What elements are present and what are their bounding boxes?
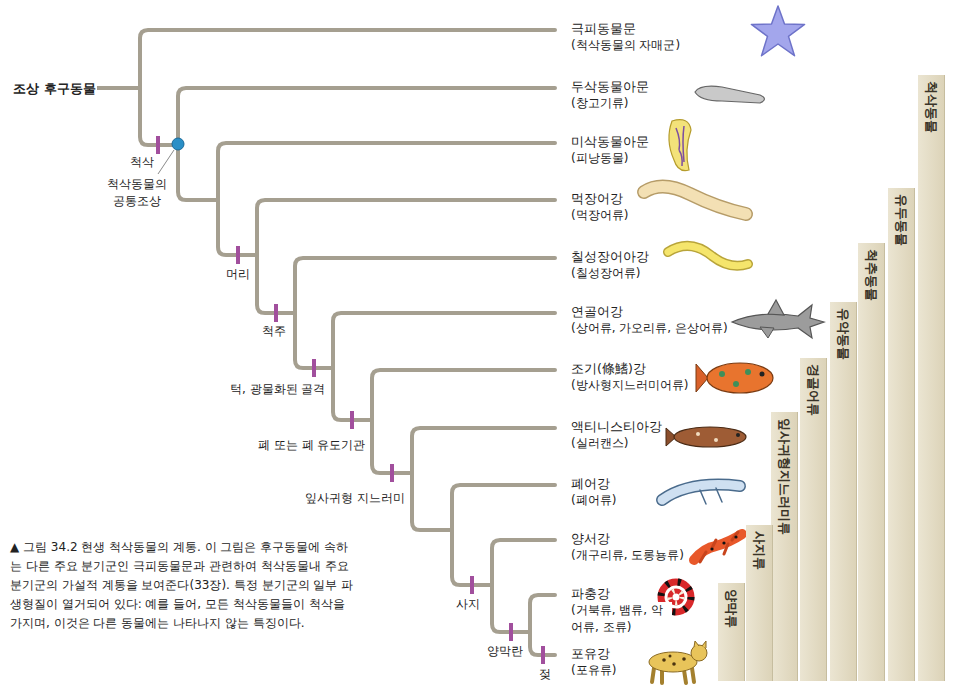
trait-tick <box>350 411 354 429</box>
lungfish <box>662 485 740 504</box>
trait-tick <box>156 136 160 154</box>
ray-finned-fish <box>696 363 773 393</box>
taxon-members: (척삭동물의 자매군) <box>570 37 681 54</box>
salamander <box>694 532 742 562</box>
trait-label: 머리 <box>225 266 251 283</box>
taxon-name: 파충강 <box>570 585 611 602</box>
trait-tick <box>470 576 474 594</box>
clade-band: 잎사귀형지느러미류 <box>771 412 798 681</box>
taxon-members: (칠성장어류) <box>570 265 641 282</box>
trait-label: 잎사귀형 지느러미 <box>304 490 406 507</box>
trait-label: 젖 <box>538 666 552 683</box>
taxon-name: 포유강 <box>570 645 611 662</box>
trait-label: 폐 또는 폐 유도기관 <box>257 437 366 454</box>
starfish <box>751 6 804 56</box>
clade-band: 유두동물 <box>888 188 915 681</box>
clade-name: 사지류 <box>752 531 766 570</box>
taxon-name: 연골어강 <box>570 303 624 320</box>
taxon-name: 액티니스티아강 <box>570 418 663 435</box>
taxon-members: (방사형지느러미어류) <box>570 377 689 394</box>
trait-tick <box>312 359 316 377</box>
clade-name: 척삭동물 <box>924 81 938 133</box>
hagfish <box>644 186 746 214</box>
clade-band: 사지류 <box>746 525 773 681</box>
clade-name: 양막류 <box>724 589 738 628</box>
trait-label: 척주 <box>261 323 287 340</box>
taxon-members: (거북류, 뱀류, 악어류, 조류) <box>570 602 672 636</box>
taxon-members: (창고기류) <box>570 95 629 112</box>
clade-band: 유악동물 <box>830 302 857 681</box>
taxon-name: 극피동물문 <box>570 20 637 37</box>
trait-tick <box>509 623 513 641</box>
lamprey <box>668 246 748 266</box>
taxon-name: 칠성장어아강 <box>570 248 650 265</box>
clade-band: 척삭동물 <box>918 75 945 681</box>
coelacanth <box>666 427 746 447</box>
figure-caption: ▲ 그림 34.2 현생 척삭동물의 계통. 이 그림은 후구동물에 속하는 다… <box>10 538 355 633</box>
ancestor-dot <box>172 138 184 150</box>
leader-line <box>158 150 174 174</box>
taxon-members: (개구리류, 도롱뇽류) <box>570 547 685 564</box>
trait-tick <box>541 646 545 664</box>
branch <box>452 485 555 585</box>
trait-label: 양막란 <box>486 643 524 660</box>
taxon-members: (실러캔스) <box>570 435 629 452</box>
clade-name: 유악동물 <box>836 308 850 360</box>
branch <box>492 540 555 632</box>
ancestor-label: 척삭동물의 공통조상 <box>100 176 174 210</box>
clade-name: 유두동물 <box>894 194 908 246</box>
tunicate <box>669 120 691 171</box>
clade-band: 양막류 <box>718 583 745 681</box>
taxon-name: 먹장어강 <box>570 190 624 207</box>
root-label: 조상 후구동물 <box>12 80 97 97</box>
taxon-members: (먹장어류) <box>570 207 629 224</box>
trait-label: 척삭 <box>129 154 155 171</box>
trait-tick <box>236 246 240 264</box>
trait-label: 턱, 광물화된 골격 <box>229 381 326 398</box>
clade-name: 척추동물 <box>864 249 878 301</box>
taxon-members: (포유류) <box>570 662 617 679</box>
clade-band: 척추동물 <box>858 243 885 681</box>
bobcat <box>649 641 707 683</box>
clade-name: 경골어류 <box>806 364 820 416</box>
taxon-members: (피낭동물) <box>570 150 629 167</box>
taxon-name: 폐어강 <box>570 475 611 492</box>
trait-tick <box>274 304 278 322</box>
shark <box>732 300 824 338</box>
root-line <box>92 86 140 90</box>
clade-band: 경골어류 <box>800 358 827 681</box>
taxon-name: 두삭동물아문 <box>570 78 650 95</box>
taxon-members: (상어류, 가오리류, 은상어류) <box>570 320 729 337</box>
taxon-name: 조기(條鰭)강 <box>570 360 647 377</box>
clade-name: 잎사귀형지느러미류 <box>777 418 791 535</box>
trait-label: 사지 <box>455 596 481 613</box>
trait-tick <box>390 464 394 482</box>
branch <box>333 313 555 420</box>
taxon-members: (폐어류) <box>570 492 617 509</box>
taxon-name: 미삭동물아문 <box>570 133 650 150</box>
branch <box>412 428 555 530</box>
lancelet <box>695 86 765 103</box>
branch <box>372 370 555 473</box>
taxon-name: 양서강 <box>570 530 611 547</box>
